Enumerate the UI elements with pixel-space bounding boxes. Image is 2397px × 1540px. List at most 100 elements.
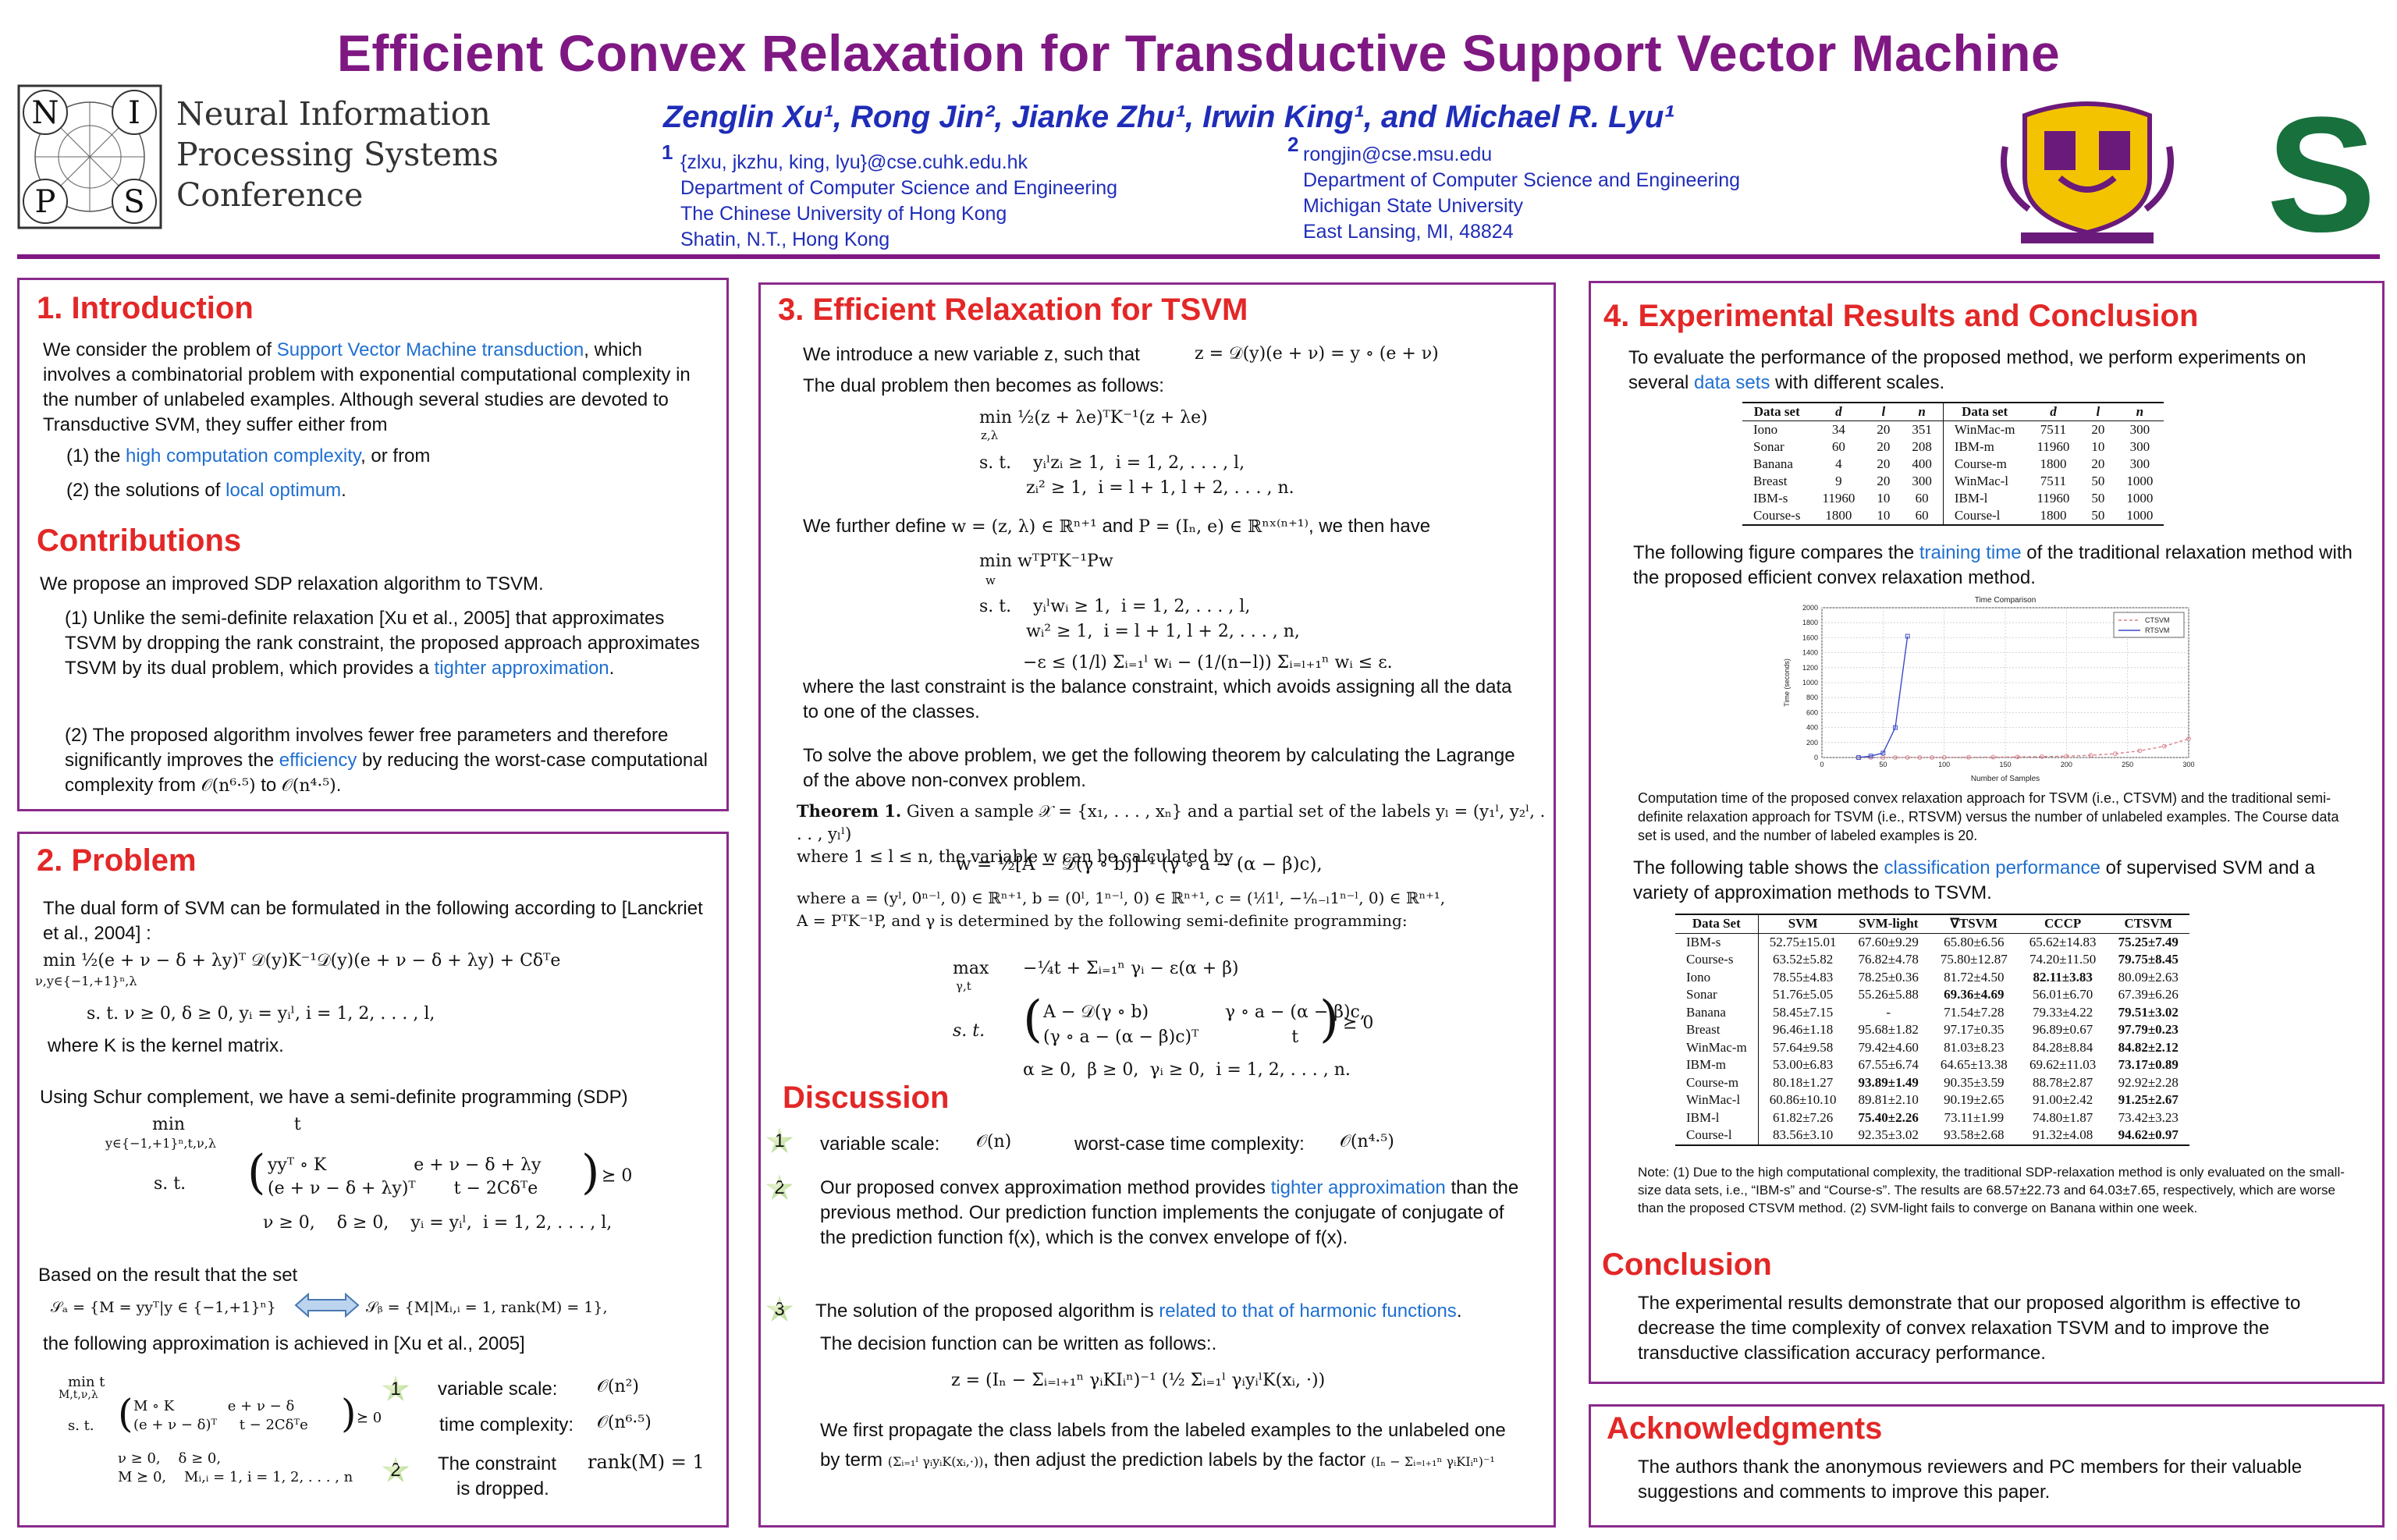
- data-point-rtsvm: [1880, 750, 1886, 756]
- introduction-title: 1. Introduction: [37, 291, 254, 325]
- poster-title: Efficient Convex Relaxation for Transduc…: [336, 24, 2061, 82]
- define-w-a: We further define: [803, 516, 946, 537]
- define-w-c: , we then have: [1308, 516, 1431, 537]
- w-constraint-1: s. t. yᵢˡwᵢ ≥ 1, i = 1, 2, . . . , l,: [979, 597, 1251, 616]
- sdp-bracket-left: (: [247, 1145, 266, 1200]
- relaxation-panel: 3. Efficient Relaxation for TSVM We intr…: [758, 282, 1556, 1528]
- nips-line-1: Neural Information: [176, 95, 491, 133]
- accuracy-cell: 69.62±11.03: [2029, 1057, 2097, 1072]
- dataset-cell: 1800: [2040, 456, 2067, 471]
- dataset-cell: 34: [1831, 422, 1845, 437]
- data-point-ctsvm: [1941, 754, 1947, 760]
- star-badge-icon: 2: [382, 1457, 410, 1482]
- accuracy-cell: WinMac-m: [1675, 1038, 1759, 1056]
- contribution-2-b: by reducing the worst-case computational…: [65, 750, 708, 796]
- accuracy-cell: 74.80±1.87: [2032, 1109, 2093, 1125]
- accuracy-cell: 79.51±3.02: [2118, 1004, 2179, 1020]
- w-constraint-2: wᵢ² ≥ 1, i = l + 1, l + 2, . . . , n,: [1026, 622, 1300, 641]
- problem-title: 2. Problem: [37, 843, 197, 878]
- accuracy-cell: 90.19±2.65: [1944, 1092, 2005, 1107]
- nips-letter-i: I: [128, 95, 140, 131]
- x-tick-label: 50: [1879, 761, 1887, 768]
- accuracy-cell: 91.00±2.42: [2032, 1092, 2093, 1107]
- accuracy-cell: 73.42±3.23: [2118, 1109, 2179, 1125]
- dataset-cell: 11960: [2037, 491, 2070, 506]
- contribution-2-a: (2) The proposed algorithm involves fewe…: [65, 725, 669, 771]
- contribution-2-to: to: [261, 775, 277, 796]
- x-tick-label: 100: [1938, 761, 1950, 768]
- y-tick-label: 1000: [1802, 679, 1818, 687]
- accuracy-header-cell: CCCP: [2018, 914, 2108, 934]
- data-point-ctsvm: [2015, 754, 2020, 760]
- rank-constraint: rank(M) = 1: [588, 1451, 705, 1473]
- table2-intro: The following table shows the classifica…: [1633, 856, 2359, 906]
- discussion-point-2: Our proposed convex approximation method…: [820, 1176, 1530, 1251]
- approx-min: min t: [68, 1374, 105, 1390]
- accuracy-header-cell: SVM: [1758, 914, 1848, 934]
- accuracy-cell: 84.28±8.84: [2032, 1039, 2093, 1055]
- header-divider: [17, 254, 2380, 259]
- nips-line-3: Conference: [176, 176, 364, 214]
- sdp-matrix-row-2: (e + ν − δ + λy)ᵀ t − 2Cδᵀe: [268, 1179, 538, 1198]
- accuracy-cell: 75.40±2.26: [1858, 1109, 1919, 1125]
- introduction-panel: 1. Introduction We consider the problem …: [17, 278, 729, 811]
- y-tick-label: 1800: [1802, 619, 1818, 626]
- data-point-ctsvm: [1930, 755, 1934, 760]
- theorem-definitions: where a = (yˡ, 0ⁿ⁻ˡ, 0) ∈ ℝⁿ⁺¹, b = (0ˡ,…: [797, 887, 1546, 932]
- intro-item-1: (1) the high computation complexity, or …: [66, 444, 714, 469]
- dual-intro: The dual problem then becomes as follows…: [803, 375, 1164, 396]
- new-variable-text: We introduce a new variable z, such that: [803, 344, 1140, 365]
- sdp2-constraints: α ≥ 0, β ≥ 0, γᵢ ≥ 0, i = 1, 2, . . . , …: [1023, 1060, 1351, 1080]
- svm-dual-objective: min ½(e + ν − δ + λy)ᵀ 𝒟(y)K⁻¹𝒟(y)(e + ν…: [43, 951, 561, 970]
- dataset-cell: 7511: [2040, 474, 2067, 488]
- new-time-complexity-label: worst-case time complexity:: [1074, 1134, 1305, 1155]
- data-point-ctsvm: [1880, 755, 1886, 760]
- dataset-cell: 60: [1901, 507, 1944, 526]
- msu-s-icon: S: [2267, 83, 2376, 266]
- dataset-cell: IBM-m: [1942, 438, 2026, 456]
- dataset-cell: 351: [1912, 422, 1932, 437]
- contribution-2: (2) The proposed algorithm involves fewe…: [65, 723, 714, 798]
- old-time-complexity-label: time complexity:: [439, 1414, 574, 1435]
- accuracy-cell: 51.76±5.05: [1772, 987, 1834, 1002]
- data-point-ctsvm: [1966, 754, 1971, 760]
- accuracy-cell: 56.01±6.70: [2032, 987, 2093, 1002]
- accuracy-cell: 97.17±0.35: [1944, 1022, 2005, 1037]
- old-variable-scale-value: 𝒪(n²): [597, 1377, 640, 1396]
- discussion-title: Discussion: [783, 1080, 950, 1115]
- accuracy-cell: 73.11±1.99: [1944, 1109, 2005, 1125]
- sdp2-psd: ⪰ 0: [1343, 1013, 1374, 1033]
- affiliation-1-number: 1: [662, 140, 673, 164]
- approx-matrix-row-2: (e + ν − δ)ᵀ t − 2Cδᵀe: [133, 1417, 308, 1433]
- approx-psd: ⪰ 0: [357, 1410, 382, 1426]
- relaxation-title: 3. Efficient Relaxation for TSVM: [778, 293, 1248, 327]
- dataset-cell: 20: [1877, 456, 1891, 471]
- accuracy-cell: 78.55±4.83: [1772, 969, 1834, 985]
- dataset-cell: 60: [1831, 439, 1845, 454]
- discussion-badge-3: 3: [765, 1296, 800, 1330]
- accuracy-cell: 53.00±6.83: [1772, 1057, 1834, 1072]
- accuracy-cell: 96.89±0.67: [2032, 1022, 2093, 1037]
- legend-label: RTSVM: [2145, 626, 2169, 634]
- accuracy-cell: 52.75±15.01: [1769, 934, 1837, 949]
- data-point-ctsvm: [2113, 751, 2118, 757]
- data-point-ctsvm: [1990, 754, 1996, 760]
- results-title: 4. Experimental Results and Conclusion: [1603, 299, 2199, 333]
- figure-intro-b: of the traditional relaxation method wit…: [1633, 542, 2353, 588]
- sdp-min: min t: [152, 1115, 301, 1134]
- accuracy-cell: 95.68±1.82: [1858, 1022, 1919, 1037]
- accuracy-cell: 67.39±6.26: [2118, 987, 2179, 1002]
- accuracy-cell: 75.80±12.87: [1940, 952, 2008, 967]
- accuracy-cell: Banana: [1675, 1003, 1759, 1021]
- contribution-1-a: (1) Unlike the semi-definite relaxation …: [65, 608, 700, 679]
- dataset-cell: Course-l: [1942, 507, 2026, 526]
